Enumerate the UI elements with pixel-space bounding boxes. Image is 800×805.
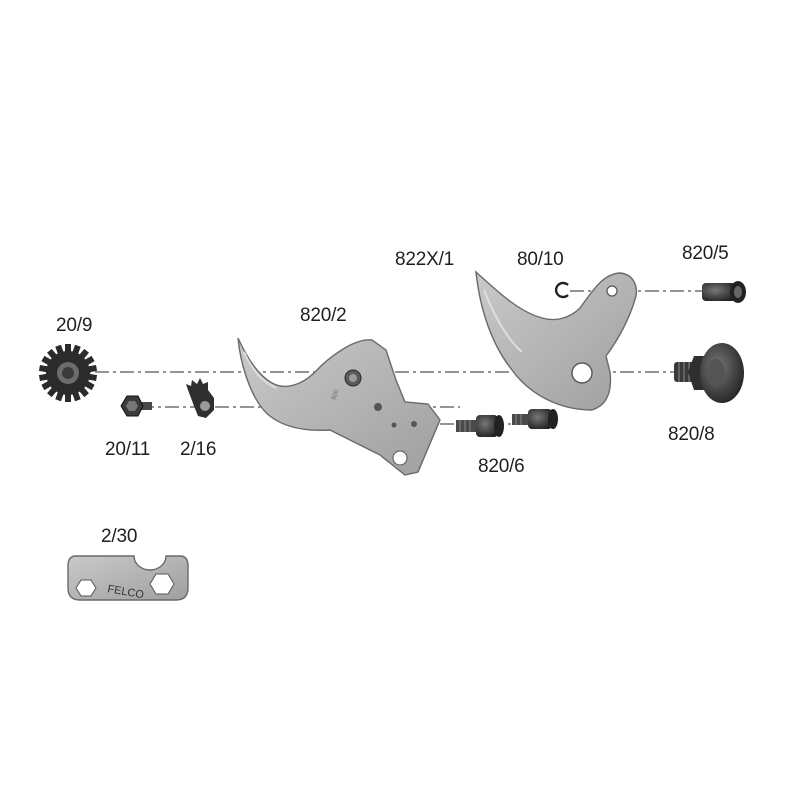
part-label-820-2: 820/2 <box>300 305 347 326</box>
part-label-820-8: 820/8 <box>668 424 715 445</box>
bushing-icon <box>702 281 746 303</box>
part-label-80-10: 80/10 <box>517 249 564 270</box>
part-label-20-11: 20/11 <box>105 439 151 460</box>
part-label-2-16: 2/16 <box>180 439 217 460</box>
circlip-icon <box>554 281 569 299</box>
part-label-820-5: 820/5 <box>682 243 729 264</box>
counter-blade-icon <box>475 270 638 411</box>
screw-pair-icon <box>456 409 558 437</box>
wrench-icon: FELCO <box>67 555 189 601</box>
centre-bolt-icon <box>674 343 744 403</box>
part-label-822x-1: 822X/1 <box>395 249 455 270</box>
svg-text:820: 820 <box>331 389 340 401</box>
part-label-820-6: 820/6 <box>478 456 525 477</box>
hex-nut-icon <box>120 395 152 417</box>
adjustment-ratchet-icon <box>186 378 214 418</box>
pinion-gear-icon <box>38 344 98 402</box>
part-label-2-30: 2/30 <box>101 526 138 547</box>
part-label-20-9: 20/9 <box>56 315 93 336</box>
blade-icon: 820 <box>237 337 441 476</box>
